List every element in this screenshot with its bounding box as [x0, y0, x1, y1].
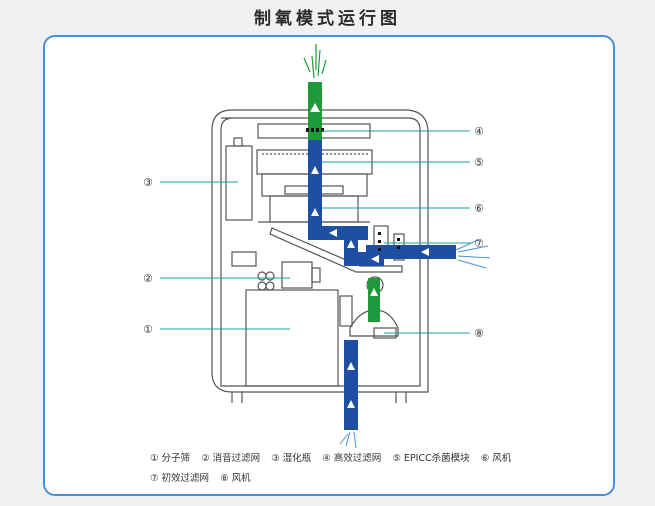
diagram-panel	[43, 35, 615, 496]
oxygen-flow	[303, 44, 380, 322]
callout-5: ⑤	[474, 156, 484, 169]
diagram-title: 制氧模式运行图	[254, 9, 401, 29]
callout-2: ②	[143, 272, 153, 285]
callout-7: ⑦	[474, 237, 484, 250]
airflow-arrows	[311, 166, 429, 408]
airflow-path	[308, 140, 456, 430]
callout-3: ③	[143, 176, 153, 189]
callout-6: ⑥	[474, 202, 484, 215]
oxygen-outlet-lines	[303, 44, 327, 79]
callout-4: ④	[474, 125, 484, 138]
air-inlet-lines	[339, 239, 491, 449]
callout-8: ⑧	[474, 327, 484, 340]
hepa-filter-dots	[306, 128, 400, 251]
callout-1: ①	[143, 323, 153, 336]
callout-numbers: ④ ⑤ ⑥ ⑦ ⑧ ③ ② ①	[143, 125, 484, 340]
callout-lines	[160, 130, 470, 334]
